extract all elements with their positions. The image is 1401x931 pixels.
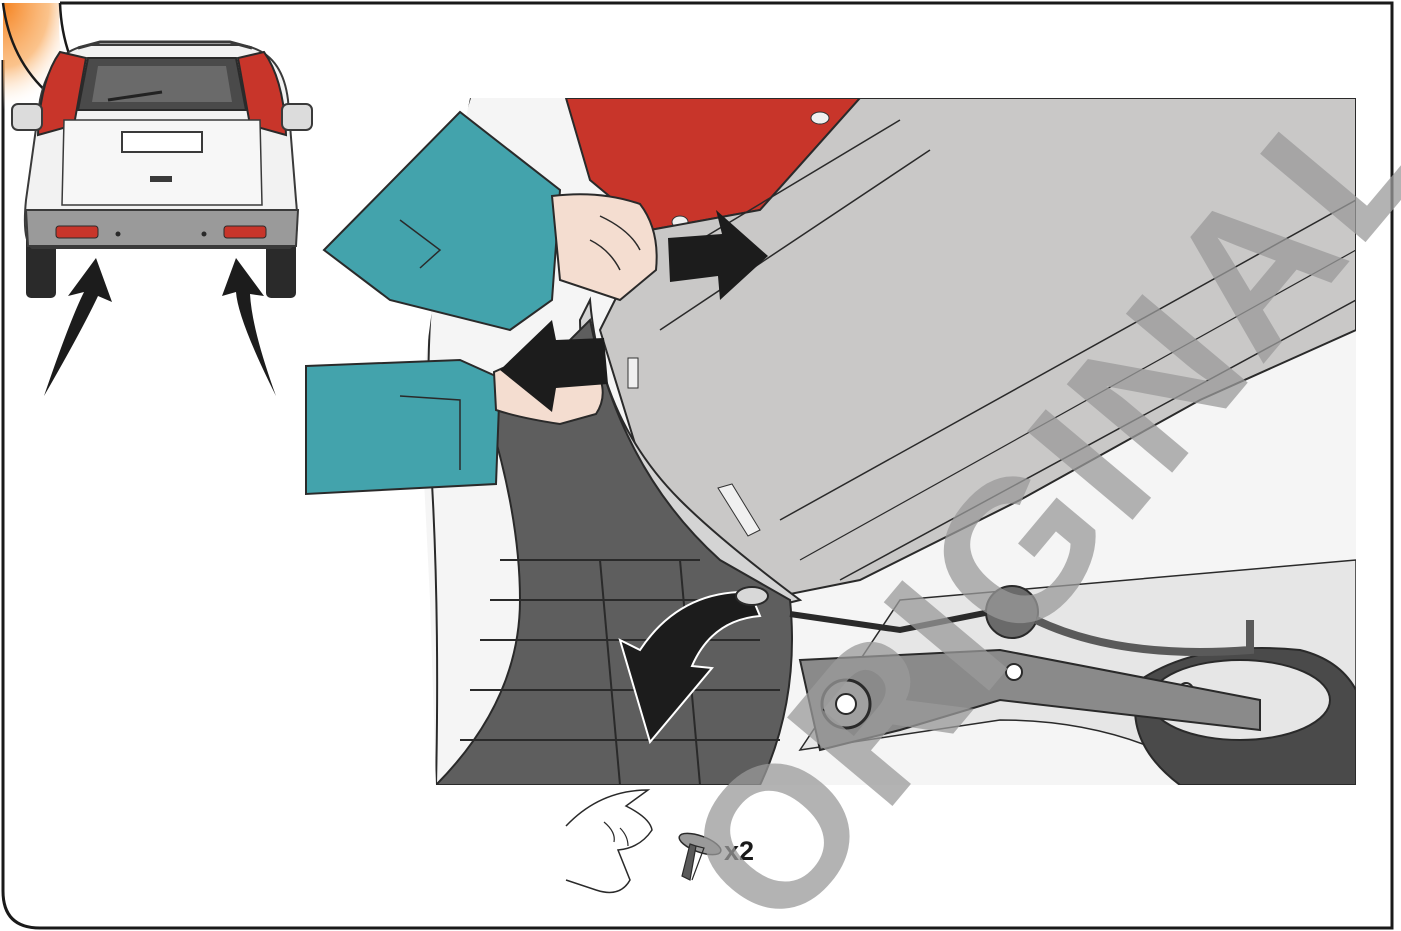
push-clip-icon bbox=[677, 829, 724, 880]
quantity-label: x2 bbox=[724, 836, 754, 867]
lift-arrow-icon bbox=[44, 258, 276, 396]
lower-arm-sleeve bbox=[306, 360, 500, 494]
hand-icon bbox=[566, 790, 652, 892]
rear-car-view-icon bbox=[12, 42, 312, 298]
